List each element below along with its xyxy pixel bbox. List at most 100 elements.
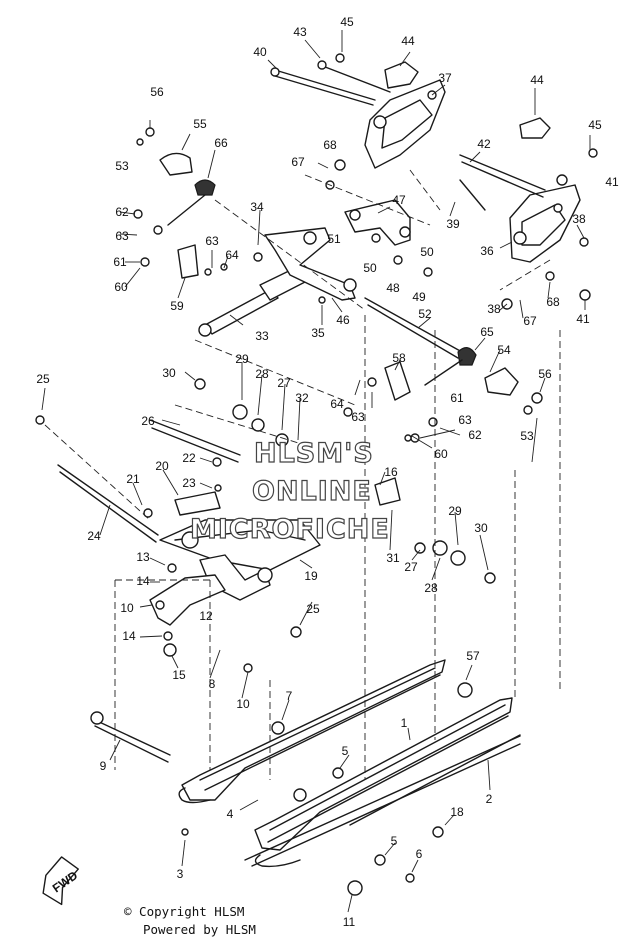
part-label-27b: 27 (404, 560, 418, 574)
part-label-31: 31 (386, 551, 400, 565)
shock-absorber (198, 267, 306, 337)
part-number-labels: 1234556789101011121314141516181920212223… (36, 15, 619, 929)
part-label-63c: 63 (351, 410, 365, 424)
mount-plate-36 (509, 184, 581, 263)
part-label-63b: 63 (205, 234, 219, 248)
part-label-67b: 67 (523, 314, 537, 328)
part-label-8: 8 (209, 677, 216, 691)
part-label-15: 15 (172, 668, 186, 682)
part-label-37: 37 (438, 71, 452, 85)
part-label-43: 43 (293, 25, 307, 39)
part-label-57: 57 (466, 649, 480, 663)
part-label-13: 13 (136, 550, 150, 564)
part-label-36: 36 (480, 244, 494, 258)
part-label-11: 11 (343, 915, 356, 929)
front-arm-assembly (149, 519, 321, 626)
part-label-50b: 50 (420, 245, 434, 259)
part-label-9: 9 (100, 759, 107, 773)
footer: © Copyright HLSM Powered by HLSM (124, 904, 256, 937)
part-label-66: 66 (214, 136, 228, 150)
watermark-line-3: MICROFICHE (190, 514, 390, 545)
part-label-32: 32 (295, 391, 309, 405)
part-label-61a: 61 (113, 255, 127, 269)
guide-lines (44, 169, 561, 780)
part-label-30a: 30 (162, 366, 176, 380)
part-label-56a: 56 (150, 85, 164, 99)
powered-by-text: Powered by HLSM (143, 922, 256, 937)
part-label-5b: 5 (391, 834, 398, 848)
part-label-67a: 67 (291, 155, 305, 169)
part-label-23: 23 (182, 476, 196, 490)
watermark-line-1: HLSM'S (254, 438, 374, 469)
part-label-64b: 64 (330, 397, 344, 411)
part-label-30b: 30 (474, 521, 488, 535)
part-label-60b: 60 (434, 447, 448, 461)
part-label-35: 35 (311, 326, 325, 340)
copyright-text: © Copyright HLSM (124, 904, 244, 919)
link-47 (344, 199, 411, 246)
part-label-19: 19 (304, 569, 318, 583)
part-label-27a: 27 (277, 376, 291, 390)
part-label-68b: 68 (546, 295, 560, 309)
part-label-52: 52 (418, 307, 432, 321)
part-label-65: 65 (480, 325, 494, 339)
part-label-33: 33 (255, 329, 269, 343)
part-label-38b: 38 (487, 302, 501, 316)
part-label-64a: 64 (225, 248, 239, 262)
part-label-60a: 60 (114, 280, 128, 294)
part-label-18: 18 (450, 805, 464, 819)
part-label-29a: 29 (235, 352, 249, 366)
part-label-41a: 41 (605, 175, 619, 189)
part-label-53a: 53 (115, 159, 129, 173)
part-label-6: 6 (416, 847, 423, 861)
part-label-42: 42 (477, 137, 491, 151)
part-label-47: 47 (392, 193, 406, 207)
part-label-61b: 61 (450, 391, 464, 405)
mount-plate-37 (364, 79, 446, 169)
part-label-53b: 53 (520, 429, 534, 443)
ski-right (254, 697, 521, 868)
part-label-4: 4 (227, 807, 234, 821)
part-label-63a: 63 (115, 229, 129, 243)
watermark: HLSM'S ONLINE MICROFICHE (189, 437, 390, 545)
part-label-3: 3 (177, 867, 184, 881)
part-label-2: 2 (486, 792, 493, 806)
part-label-62b: 62 (468, 428, 482, 442)
part-label-54: 54 (497, 343, 511, 357)
part-label-50a: 50 (363, 261, 377, 275)
part-label-45a: 45 (340, 15, 354, 29)
part-label-56b: 56 (538, 367, 552, 381)
part-label-5a: 5 (342, 744, 349, 758)
part-label-20: 20 (155, 459, 169, 473)
watermark-line-2: ONLINE (252, 476, 372, 507)
part-label-41b: 41 (576, 312, 590, 326)
part-label-26: 26 (141, 414, 155, 428)
part-label-14b: 14 (122, 629, 136, 643)
part-label-10b: 10 (236, 697, 250, 711)
part-label-44b: 44 (530, 73, 544, 87)
part-label-58: 58 (392, 351, 406, 365)
part-label-28b: 28 (424, 581, 438, 595)
part-label-28a: 28 (255, 367, 269, 381)
part-label-14a: 14 (136, 574, 150, 588)
hardware (35, 53, 598, 896)
part-label-16: 16 (384, 465, 398, 479)
part-label-34: 34 (250, 200, 264, 214)
part-label-39: 39 (446, 217, 460, 231)
part-label-38a: 38 (572, 212, 586, 226)
part-label-63d: 63 (458, 413, 472, 427)
part-label-22: 22 (182, 451, 196, 465)
part-label-55: 55 (193, 117, 207, 131)
springs (167, 194, 463, 386)
arm-46 (264, 227, 357, 301)
part-label-40: 40 (253, 45, 267, 59)
part-label-21: 21 (126, 472, 140, 486)
part-label-44a: 44 (401, 34, 415, 48)
part-label-68a: 68 (323, 138, 337, 152)
part-label-46: 46 (336, 313, 350, 327)
leader-lines (41, 30, 591, 913)
part-label-51: 51 (327, 232, 341, 246)
part-label-25b: 25 (306, 602, 320, 616)
part-label-29b: 29 (448, 504, 462, 518)
shafts (57, 64, 546, 763)
